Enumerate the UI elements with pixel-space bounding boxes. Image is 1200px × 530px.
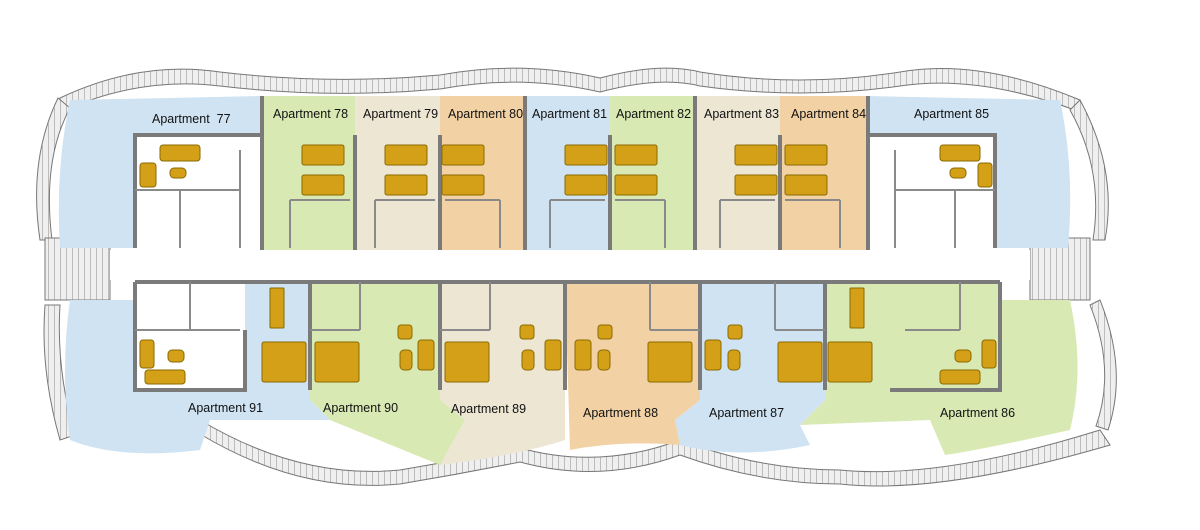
- apartment-78-label: Apartment 78: [273, 107, 348, 121]
- balconies: [36, 67, 1117, 487]
- apartment-84-area[interactable]: [780, 96, 868, 250]
- apartment-labels: Apartment 77 Apartment 78 Apartment 79 Apar…: [152, 107, 1015, 420]
- apartment-88-area[interactable]: [565, 282, 700, 450]
- apartment-82-label: Apartment 82: [616, 107, 691, 121]
- apartment-86-label: Apartment 86: [940, 406, 1015, 420]
- apartment-87-area[interactable]: [675, 282, 825, 453]
- apartment-88-label: Apartment 88: [583, 406, 658, 420]
- balcony-right: [1069, 99, 1117, 431]
- corridor: [110, 250, 1030, 280]
- apartment-87-label: Apartment 87: [709, 406, 784, 420]
- apartment-91-label: Apartment 91: [188, 401, 263, 415]
- apartment-91-area[interactable]: [65, 282, 330, 454]
- apartment-84-label: Apartment 84: [791, 107, 866, 121]
- apartment-81-label: Apartment 81: [532, 107, 607, 121]
- apartment-90-area[interactable]: [310, 282, 465, 465]
- apartment-82-area[interactable]: [610, 96, 695, 250]
- apartment-79-area[interactable]: [355, 96, 440, 250]
- apartment-86-area[interactable]: [800, 282, 1078, 455]
- furniture: [139, 144, 997, 385]
- interior-walls: [135, 150, 995, 331]
- apartment-77-label: Apartment 77: [152, 112, 231, 126]
- apartment-85-label: Apartment 85: [914, 107, 989, 121]
- apartment-89-label: Apartment 89: [451, 402, 526, 416]
- apartment-80-area[interactable]: [440, 96, 525, 250]
- apartment-78-area[interactable]: [262, 96, 355, 250]
- apartment-83-label: Apartment 83: [704, 107, 779, 121]
- apartment-83-area[interactable]: [695, 96, 780, 250]
- apartment-81-area[interactable]: [525, 96, 610, 250]
- apartment-79-label: Apartment 79: [363, 107, 438, 121]
- apartment-80-label: Apartment 80: [448, 107, 523, 121]
- walls: [133, 96, 1002, 392]
- apartment-90-label: Apartment 90: [323, 401, 398, 415]
